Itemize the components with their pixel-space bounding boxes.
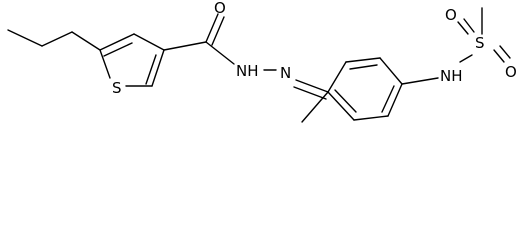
chemical-structure: S O NH N NH S O O [7,0,517,123]
sulfonyl-oxygen-top-label: O [445,6,457,24]
hydrazide-nh-label: NH [236,62,259,80]
sulfonamide-group [401,7,511,85]
thiophene-ring [99,33,165,87]
carbonyl-oxygen-label: O [214,0,226,17]
propyl-chain [7,29,101,51]
sulfonyl-oxygen-bottom-label: O [505,63,517,81]
benzene-ring [327,57,403,121]
hydrazone-linkage [263,69,329,123]
sulfonamide-nh-label: NH [440,67,463,85]
amide-group [163,13,235,65]
imine-nitrogen-label: N [280,64,291,82]
thiophene-sulfur-label: S [112,79,122,97]
sulfonyl-sulfur-label: S [475,34,485,52]
